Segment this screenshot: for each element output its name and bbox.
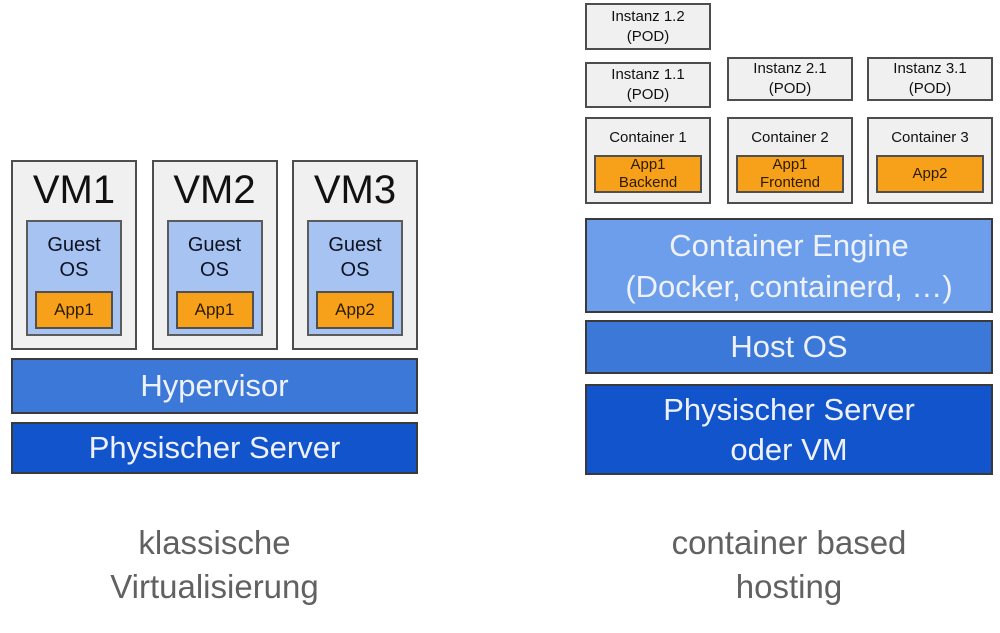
pod-instanz-1-1: Instanz 1.1 (POD) — [585, 62, 711, 108]
vm3-guest-os-box: Guest OS App2 — [307, 220, 403, 336]
container3-app-box: App2 — [876, 155, 984, 193]
vm2-box: VM2 Guest OS App1 — [151, 160, 278, 350]
vm3-guest-os-label: Guest OS — [328, 234, 382, 281]
classic-virtualization-panel: VM1 Guest OS App1 VM2 Guest OS App1 VM3 … — [11, 160, 418, 474]
container-hosting-caption: container based hosting — [671, 524, 907, 605]
container1-title: Container 1 — [609, 129, 687, 146]
pod-instanz-3-1: Instanz 3.1 (POD) — [867, 57, 993, 101]
vm2-guest-os-box: Guest OS App1 — [166, 220, 263, 336]
vm1-guest-os-label: Guest OS — [47, 234, 101, 281]
vm2-guest-os-label: Guest OS — [187, 234, 242, 281]
host-os-bar: Host OS — [585, 320, 993, 374]
container3-box: Container 3 App2 — [867, 117, 993, 204]
vm-row: VM1 Guest OS App1 VM2 Guest OS App1 VM3 … — [11, 160, 418, 350]
vm3-title: VM3 — [313, 168, 397, 212]
container2-app-box: App1 Frontend — [736, 155, 844, 193]
container2-title: Container 2 — [751, 129, 829, 146]
vm3-box: VM3 Guest OS App2 — [292, 160, 418, 350]
container1-app-box: App1 Backend — [594, 155, 702, 193]
vm2-title: VM2 — [173, 168, 256, 212]
vm1-title: VM1 — [32, 168, 116, 212]
vm1-box: VM1 Guest OS App1 — [11, 160, 137, 350]
container2-box: Container 2 App1 Frontend — [727, 117, 853, 204]
vm1-app-box: App1 — [35, 291, 113, 329]
hypervisor-bar: Hypervisor — [11, 358, 418, 414]
classic-virtualization-caption: klassische Virtualisierung — [110, 524, 319, 605]
vm1-guest-os-box: Guest OS App1 — [26, 220, 122, 336]
vm3-app-box: App2 — [316, 291, 394, 329]
container3-title: Container 3 — [891, 129, 969, 146]
physical-server-or-vm-bar: Physischer Server oder VM — [585, 384, 993, 475]
container-engine-bar: Container Engine (Docker, containerd, …) — [585, 218, 993, 313]
pod-instanz-2-1: Instanz 2.1 (POD) — [727, 57, 853, 101]
physical-server-bar: Physischer Server — [11, 422, 418, 474]
container1-box: Container 1 App1 Backend — [585, 117, 711, 204]
pod-instanz-1-2: Instanz 1.2 (POD) — [585, 3, 711, 50]
vm2-app-box: App1 — [175, 291, 254, 329]
